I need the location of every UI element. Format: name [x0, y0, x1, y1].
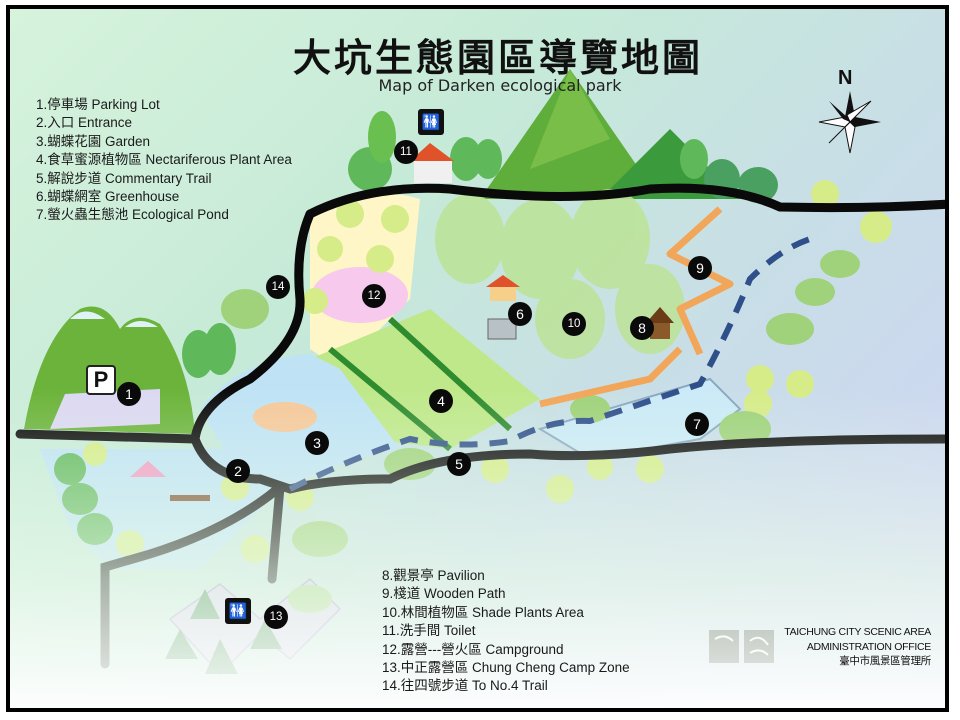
pavilion: [646, 307, 674, 339]
legend-item-nectar: 4.食草蜜源植物區 Nectariferous Plant Area: [36, 152, 292, 168]
legend-list-bottom: 8.觀景亭 Pavilion 9.棧道 Wooden Path 10.林間植物區…: [382, 567, 630, 696]
compass-north-label: N: [838, 67, 853, 89]
map-marker-9-wooden-path[interactable]: 9: [688, 256, 712, 280]
roads: [15, 183, 945, 669]
birch-forest: [435, 189, 685, 359]
map-marker-14-no4-trail[interactable]: 14: [266, 275, 290, 299]
admin-office-line1: TAICHUNG CITY SCENIC AREA: [784, 626, 931, 638]
compass-rose-icon: [818, 91, 881, 154]
legend-list-top: 1.停車場 Parking Lot 2.入口 Entrance 3.蝴蝶花園 G…: [36, 96, 292, 225]
legend-item-pond: 7.螢火蟲生態池 Ecological Pond: [36, 207, 229, 223]
legend-item-wooden-path: 9.棧道 Wooden Path: [382, 586, 506, 602]
map-marker-2-entrance[interactable]: 2: [226, 459, 250, 483]
admin-office-line2: ADMINISTRATION OFFICE: [806, 640, 931, 653]
pine-trees: [165, 589, 282, 674]
toilet-house: [410, 143, 454, 183]
toilet-sign-icon: 🚻: [418, 109, 444, 135]
map-marker-4-nectar[interactable]: 4: [429, 389, 453, 413]
toilet-sign-icon: 🚻: [225, 598, 251, 624]
page-subtitle: Map of Darken ecological park: [378, 76, 622, 95]
legend-item-greenhouse: 6.蝴蝶網室 Greenhouse: [36, 189, 180, 205]
legend-item-shade-plants: 10.林間植物區 Shade Plants Area: [382, 604, 584, 620]
parking-sign: P: [86, 365, 116, 395]
legend-item-entrance: 2.入口 Entrance: [36, 115, 133, 131]
map-marker-3-garden[interactable]: 3: [305, 431, 329, 455]
map-marker-1-parking[interactable]: 1: [117, 382, 141, 406]
legend-item-trail: 5.解說步道 Commentary Trail: [36, 170, 212, 186]
greenhouse: [487, 318, 517, 340]
map-illustration: [15, 69, 945, 676]
map-marker-5-trail[interactable]: 5: [447, 452, 471, 476]
legend-item-campground: 12.露營---營火區 Campground: [382, 641, 564, 657]
legend-item-no4-trail: 14.往四號步道 To No.4 Trail: [382, 678, 548, 694]
admin-office-credit: TAICHUNG CITY SCENIC AREA ADMINISTRATION…: [784, 625, 931, 669]
legend-item-camp-zone: 13.中正露營區 Chung Cheng Camp Zone: [382, 660, 630, 676]
admin-office-line3: 臺中市風景區管理所: [839, 655, 931, 667]
legend-item-garden: 3.蝴蝶花園 Garden: [36, 133, 151, 149]
legend-item-pavilion: 8.觀景亭 Pavilion: [382, 568, 485, 583]
park-map: 大坑生態園區導覽地圖 Map of Darken ecological park…: [6, 5, 949, 712]
map-marker-12-campground[interactable]: 12: [362, 284, 386, 308]
campground-area: [312, 267, 408, 323]
map-marker-6-greenhouse[interactable]: 6: [508, 302, 532, 326]
map-marker-7-pond[interactable]: 7: [685, 412, 709, 436]
map-marker-8-pavilion[interactable]: 8: [630, 316, 654, 340]
legend-item-toilet: 11.洗手間 Toilet: [382, 623, 476, 639]
map-marker-10-shade-plants[interactable]: 10: [562, 312, 586, 336]
map-marker-13-camp-zone[interactable]: 13: [264, 605, 288, 629]
commentary-trail: [288, 236, 811, 492]
wooden-path: [539, 206, 734, 408]
legend-item-parking: 1.停車場 Parking Lot: [36, 97, 160, 112]
map-marker-11-toilet[interactable]: 11: [394, 140, 418, 164]
small-house: [486, 275, 520, 301]
page-title: 大坑生態園區導覽地圖: [292, 36, 703, 80]
admin-office-logo: [709, 630, 774, 663]
dark-green-trees: [54, 323, 236, 545]
deciduous-trees: [83, 180, 892, 563]
